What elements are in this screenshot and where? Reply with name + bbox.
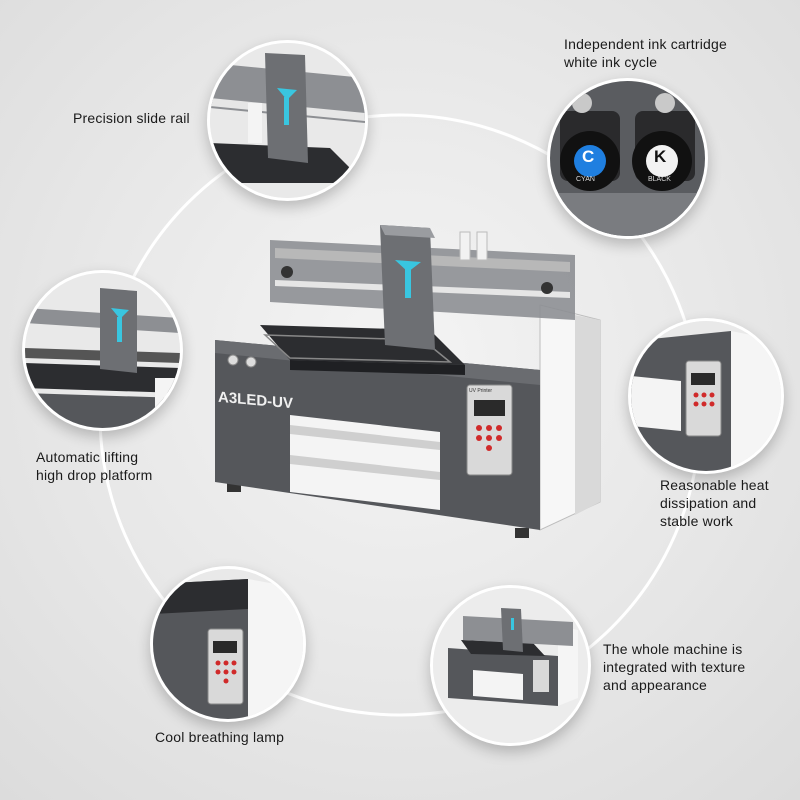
caption-heat-line1: Reasonable heat	[660, 477, 769, 493]
ink-cartridge-image	[550, 81, 705, 236]
printer-main-image	[215, 225, 601, 538]
caption-ink-cartridge: Independent ink cartridge white ink cycl…	[564, 35, 727, 71]
caption-ink-cartridge-line2: white ink cycle	[564, 54, 658, 70]
heat-dissipation-image	[631, 321, 781, 471]
caption-heat-line3: stable work	[660, 513, 734, 529]
caption-lifting-platform: Automatic lifting high drop platform	[36, 448, 152, 484]
whole-machine-image	[433, 588, 588, 743]
breathing-lamp-image	[153, 569, 303, 719]
caption-whole-line2: integrated with texture	[603, 659, 746, 675]
caption-whole-line3: and appearance	[603, 677, 707, 693]
caption-heat-line2: dissipation and	[660, 495, 757, 511]
breathing-lamp-bubble	[150, 566, 306, 722]
caption-whole-machine: The whole machine is integrated with tex…	[603, 640, 745, 694]
caption-ink-cartridge-line1: Independent ink cartridge	[564, 36, 727, 52]
caption-lifting-line1: Automatic lifting	[36, 449, 139, 465]
caption-lifting-line2: high drop platform	[36, 467, 153, 483]
heat-dissipation-bubble	[628, 318, 784, 474]
whole-machine-bubble	[430, 585, 591, 746]
cyan-word: CYAN	[576, 176, 595, 183]
caption-precision-slide-rail: Precision slide rail	[73, 110, 190, 126]
black-word: BLACK	[648, 176, 671, 183]
lifting-platform-bubble	[22, 270, 183, 431]
ink-cartridge-bubble	[547, 78, 708, 239]
black-letter: K	[654, 147, 667, 166]
caption-whole-line1: The whole machine is	[603, 641, 743, 657]
caption-breathing-lamp: Cool breathing lamp	[155, 729, 285, 745]
slide-rail-bubble	[207, 40, 368, 201]
lifting-platform-image	[25, 273, 180, 428]
cyan-letter: C	[582, 147, 595, 166]
printer-panel-label: UV Printer	[469, 388, 493, 394]
slide-rail-image	[210, 43, 365, 198]
caption-heat-dissipation: Reasonable heat dissipation and stable w…	[660, 476, 769, 530]
